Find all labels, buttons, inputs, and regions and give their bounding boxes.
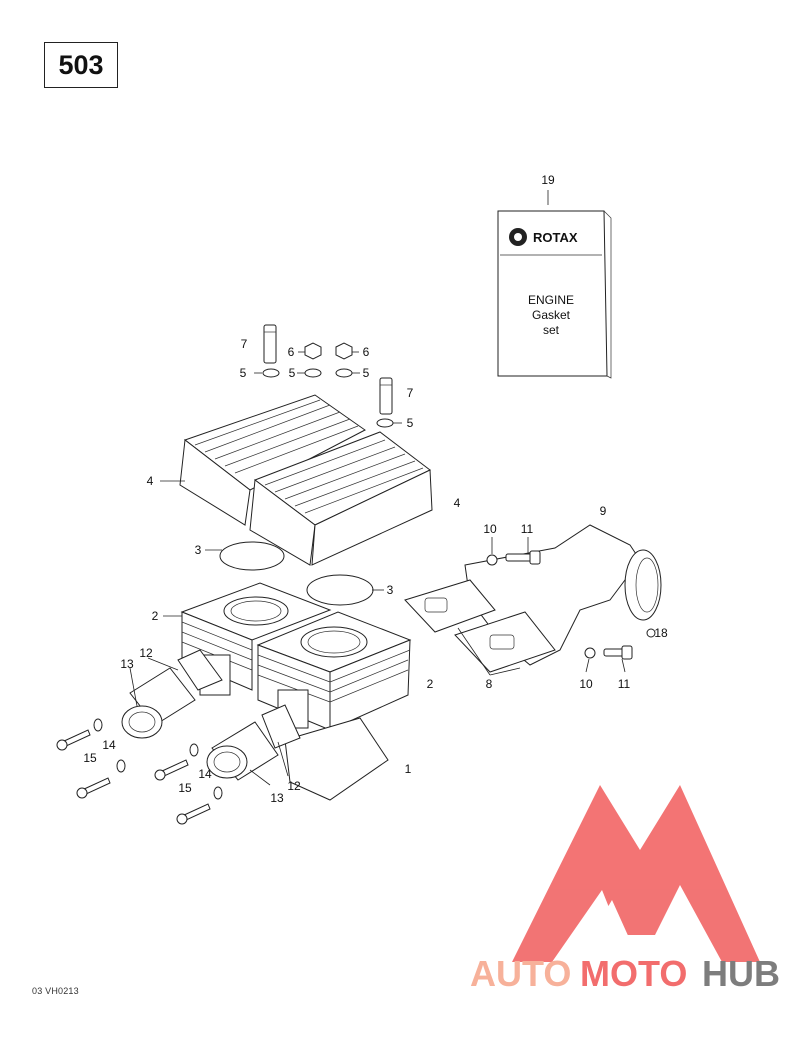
callout-c2a: 2 — [152, 609, 159, 623]
gasket-line2: Gasket — [532, 308, 571, 322]
callout-c7a: 7 — [241, 337, 248, 351]
cylinder-block — [180, 582, 412, 731]
callout-c11b: 11 — [618, 677, 631, 691]
watermark-triangle — [512, 785, 760, 962]
head-gasket-right — [306, 574, 374, 606]
washer-1 — [262, 368, 280, 378]
callout-c12a: 12 — [139, 646, 153, 660]
callout-c5d: 5 — [407, 416, 414, 430]
intake-washer-4 — [213, 786, 223, 800]
washer-2 — [304, 368, 322, 378]
intake-gasket-right — [261, 704, 301, 749]
callout-c7b: 7 — [407, 386, 414, 400]
callout-c14a: 14 — [102, 738, 116, 752]
intake-washer-2 — [116, 759, 126, 773]
callout-c5b: 5 — [289, 366, 296, 380]
intake-screw-1 — [56, 729, 91, 751]
intake-flange-right — [206, 721, 279, 781]
callout-c10a: 10 — [483, 522, 497, 536]
callout-c3a: 3 — [195, 543, 202, 557]
intake-gasket-left — [177, 649, 223, 691]
callout-c15b: 15 — [178, 781, 192, 795]
callout-c8: 8 — [486, 677, 493, 691]
watermark-triangle-inner — [575, 900, 712, 962]
callout-c19: 19 — [541, 173, 555, 187]
callout-c2b: 2 — [427, 677, 434, 691]
stud-right — [379, 377, 393, 415]
callout-c6b: 6 — [363, 345, 370, 359]
callout-c5a: 5 — [240, 366, 247, 380]
leader-lines — [129, 351, 626, 786]
cylinder-head — [179, 394, 433, 566]
manifold-bolt-top — [505, 550, 541, 565]
watermark-logo — [512, 785, 760, 962]
callout-c4a: 4 — [147, 474, 154, 488]
callout-c6a: 6 — [288, 345, 295, 359]
model-number-box: 503 — [44, 42, 118, 88]
watermark-text-moto: MOTO — [580, 953, 687, 994]
callout-c9: 9 — [600, 504, 607, 518]
gasket-line3: set — [543, 323, 560, 337]
intake-washer-1 — [93, 718, 103, 732]
watermark-text-auto: AUTO — [470, 953, 571, 994]
callout-c14b: 14 — [198, 767, 212, 781]
nut-left — [304, 342, 322, 360]
callout-c1: 1 — [405, 762, 412, 776]
intake-screw-2 — [76, 777, 111, 799]
base-gasket — [284, 717, 389, 801]
callout-c18: 18 — [654, 626, 668, 640]
manifold-spring-18 — [646, 628, 656, 638]
intake-washer-3 — [189, 743, 199, 757]
drawing-code: 03 VH0213 — [32, 986, 79, 996]
intake-screw-3 — [154, 759, 189, 781]
callout-c13a: 13 — [120, 657, 134, 671]
gasket-set-box: ROTAX ENGINE Gasket set — [497, 210, 612, 379]
manifold-nut-top — [486, 554, 498, 566]
callout-c11a: 11 — [521, 522, 534, 536]
callout-c5c: 5 — [363, 366, 370, 380]
callout-c10b: 10 — [579, 677, 593, 691]
callout-c4b: 4 — [454, 496, 461, 510]
intake-screw-4 — [176, 803, 211, 825]
washer-3 — [335, 368, 353, 378]
intake-flange-left — [121, 667, 196, 739]
callout-c13b: 13 — [270, 791, 284, 805]
washer-4 — [376, 418, 394, 428]
gasket-line1: ENGINE — [528, 293, 574, 307]
callout-c15a: 15 — [83, 751, 97, 765]
callout-c12b: 12 — [287, 779, 301, 793]
callout-c3b: 3 — [387, 583, 394, 597]
manifold-bolt-bottom — [603, 645, 633, 660]
stud-left — [263, 324, 277, 364]
nut-right — [335, 342, 353, 360]
gasket-brand: ROTAX — [533, 230, 578, 245]
head-gasket-left — [219, 541, 285, 571]
watermark-text-hub: HUB — [702, 953, 780, 994]
manifold-nut-bottom — [584, 647, 596, 659]
